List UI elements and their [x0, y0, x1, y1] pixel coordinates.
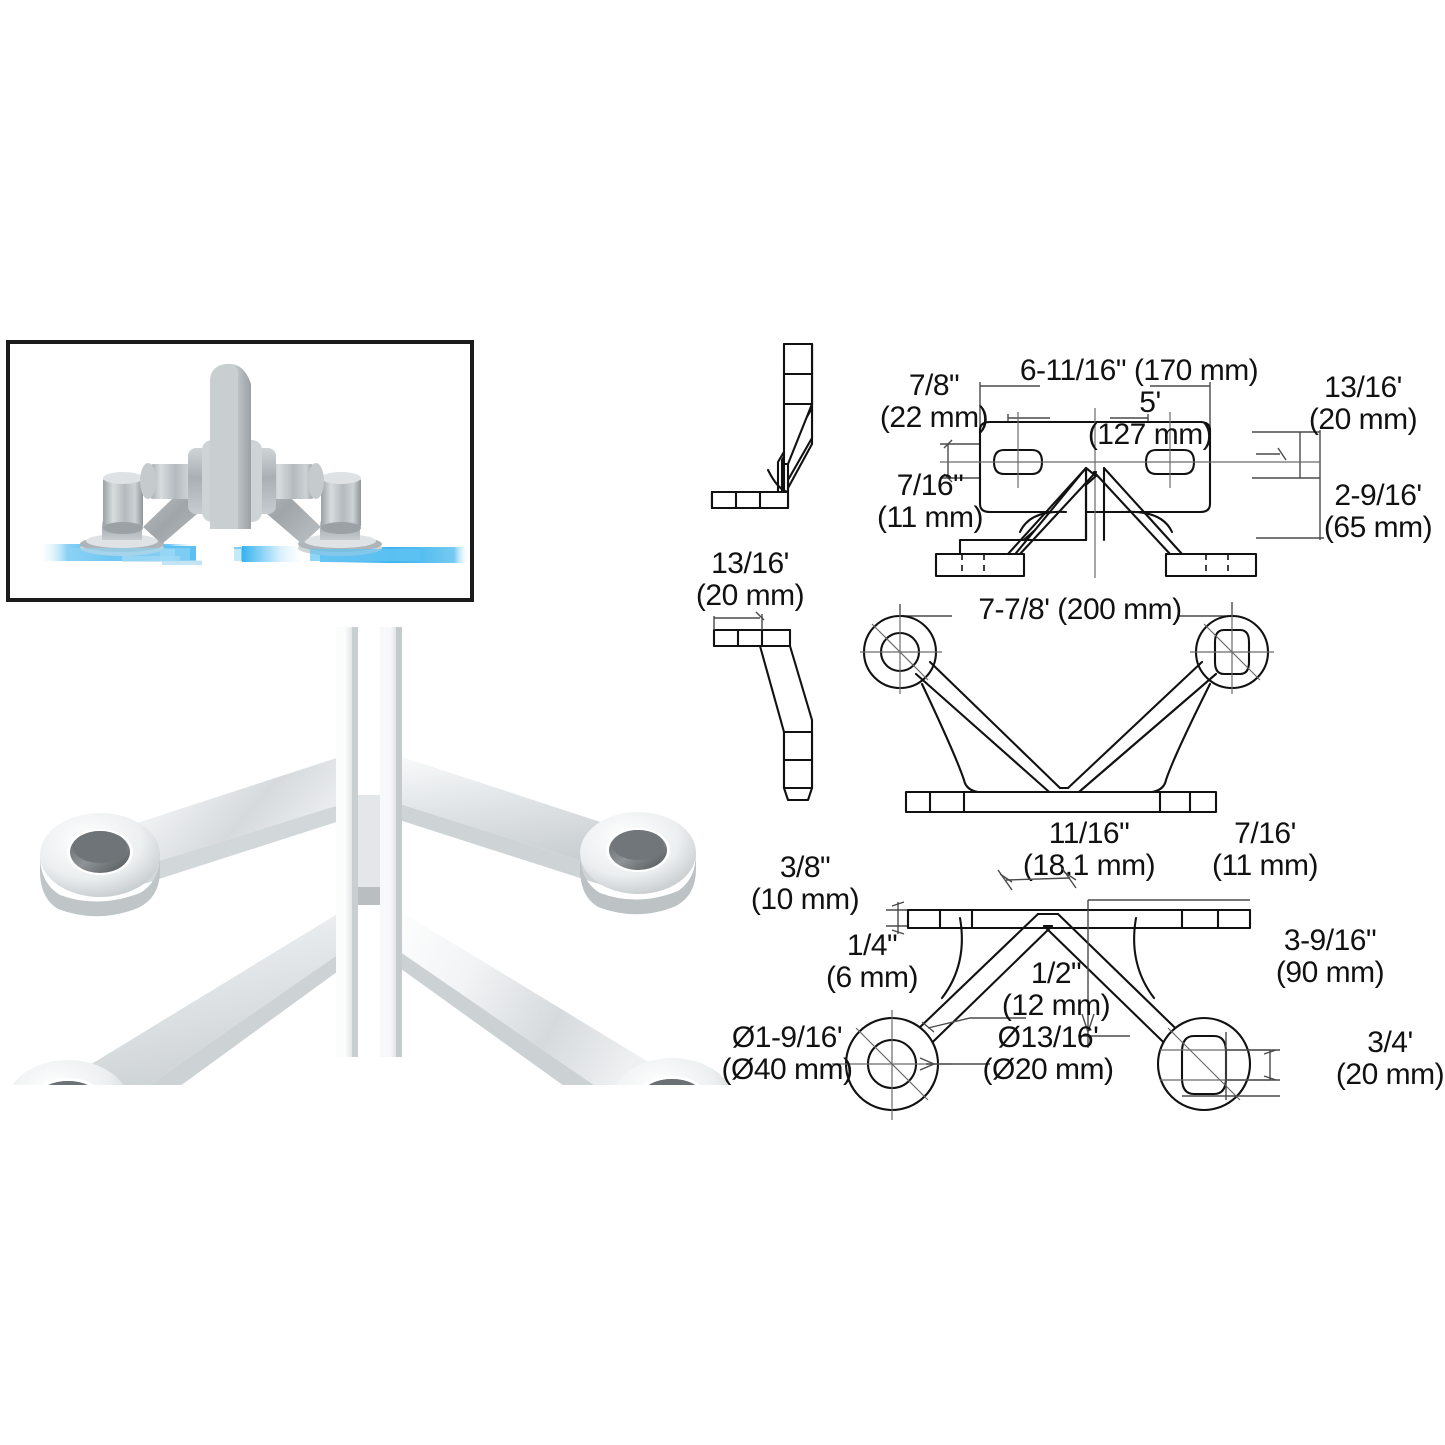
plan-base-plate [904, 790, 1218, 814]
glass-foreground [70, 548, 420, 561]
detail-top-leader [997, 868, 1077, 891]
elev-dim-20mm: 13/16' (20 mm) [1308, 371, 1418, 437]
arm-lower-left-boss [12, 1060, 124, 1085]
side-dim-10mm: 3/8" (10 mm) [750, 851, 860, 917]
inset-photo-image [10, 344, 470, 598]
side-profile-lower [660, 610, 860, 860]
detail-dim-6mm: 1/4" (6 mm) [826, 929, 918, 995]
side-profile-upper [710, 342, 814, 510]
elev-dim-65mm: 2-9/16' (65 mm) [1323, 479, 1433, 545]
inset-photo-frame [6, 340, 474, 602]
side-dim-20mm: 13/16' (20 mm) [695, 547, 805, 613]
detail-dim-12mm: 1/2" (12 mm) [1001, 957, 1111, 1023]
center-blade-left [336, 627, 358, 1057]
plan-right-boss [1190, 610, 1274, 694]
arm-upper-left-boss [40, 813, 160, 917]
detail-left-boss [832, 1010, 990, 1120]
arm-upper-right-boss [580, 812, 696, 915]
elev-dim-22mm: 7/8" (22 mm) [879, 369, 989, 435]
left-stud [103, 472, 143, 534]
elev-dim-127mm: 5' (127 mm) [1087, 386, 1213, 452]
arm-lower-right [390, 905, 672, 1085]
side-profile-view [660, 330, 860, 870]
elev-dim-170mm: 6-11/16" (170 mm) [1019, 354, 1259, 387]
right-stud [321, 472, 361, 534]
plan-view [860, 600, 1310, 830]
glass-fin [210, 363, 251, 529]
plan-dim-11mm: 7/16' (11 mm) [1212, 817, 1318, 883]
center-hub-shade [358, 795, 380, 905]
plan-dim-18mm: 11/16" (18.1 mm) [1022, 817, 1156, 883]
detail-dim-d20mm: Ø13/16' (Ø20 mm) [982, 1021, 1115, 1087]
detail-90mm-dim [1078, 899, 1250, 1048]
plan-left-boss [860, 610, 942, 694]
detail-20mm-dim [1182, 1032, 1280, 1100]
detail-right-boss [1156, 1016, 1270, 1112]
detail-section-view [830, 868, 1370, 1138]
elevation-body [934, 408, 1320, 578]
detail-dim-20mm: 3/4' (20 mm) [1335, 1026, 1445, 1092]
side-profile-lower-body [712, 611, 814, 802]
plan-arms [914, 660, 1218, 800]
detail-dim-d40mm: Ø1-9/16' (Ø40 mm) [721, 1021, 854, 1087]
front-elevation-view [900, 368, 1370, 608]
detail-dim-90mm: 3-9/16" (90 mm) [1275, 924, 1385, 990]
detail-base-plate [906, 908, 1252, 930]
plan-dim-200mm: 7-7/8' (200 mm) [978, 593, 1182, 626]
center-blade-right [380, 627, 402, 1057]
product-photo [0, 605, 740, 1085]
elev-dim-11mm: 7/16" (11 mm) [877, 469, 983, 535]
arm-lower-right-boss [615, 1058, 729, 1085]
arm-lower-left [69, 905, 352, 1085]
